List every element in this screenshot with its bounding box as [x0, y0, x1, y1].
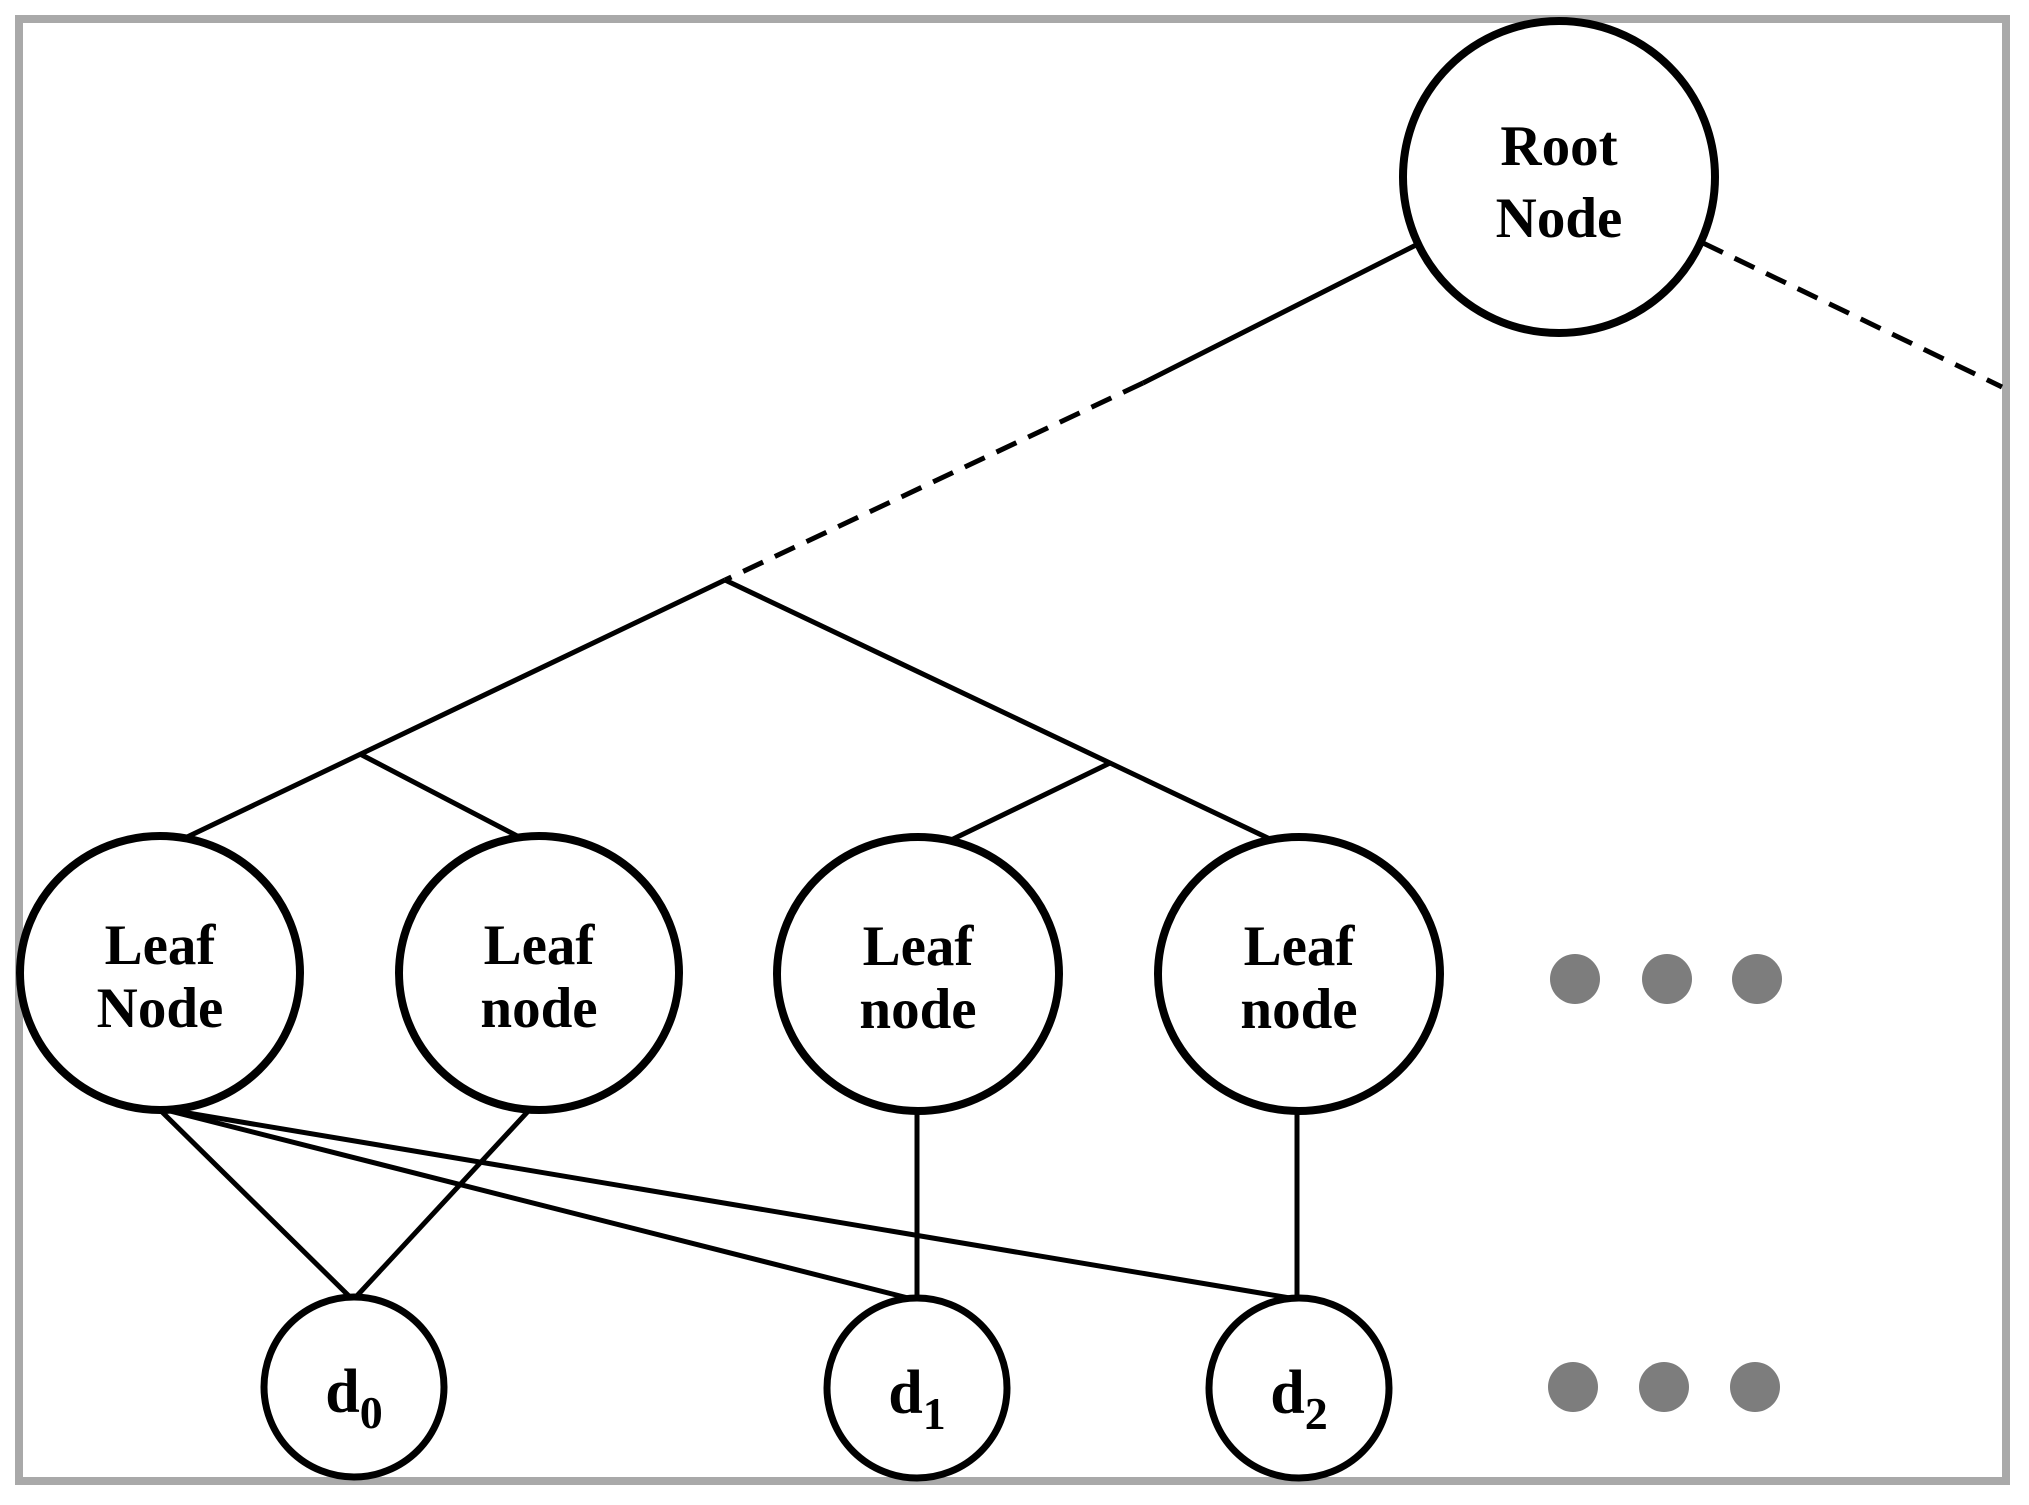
leaf-node-2-label-line1: Leaf: [484, 914, 596, 977]
leaf-row-ellipsis: [1550, 954, 1782, 1004]
leaf-node-3-label-line2: node: [859, 978, 976, 1041]
edge-branch-to-leaf2: [358, 751, 523, 841]
doc-node-d1-shape: [823, 1294, 1011, 1482]
leaf-node-4-label-line2: node: [1240, 978, 1357, 1041]
leaf-node-4-label-line1: Leaf: [1244, 915, 1356, 978]
root-node-shape: [1399, 17, 1719, 337]
doc-node-d1-label: d1: [888, 1359, 945, 1439]
doc-row-ellipsis: [1548, 1362, 1780, 1412]
doc-node-d2-shape: [1205, 1294, 1393, 1482]
doc-row-ellipsis-dot-1: [1548, 1362, 1598, 1412]
leaf-node-3-shape: [773, 833, 1063, 1115]
edge-leaf1-to-d2: [157, 1105, 1297, 1302]
doc-node-d0: d0: [260, 1293, 448, 1481]
figure-frame: [15, 15, 2010, 1485]
leaf-node-2-shape: [395, 832, 683, 1114]
leaf-row-ellipsis-dot-3: [1732, 954, 1782, 1004]
doc-node-d0-label: d0: [325, 1358, 382, 1438]
doc-node-d2-label-subscript: 2: [1305, 1388, 1328, 1439]
edge-apex-to-leaf1: [183, 577, 727, 841]
leaf-node-1-label-line1: Leaf: [105, 914, 217, 977]
doc-node-d1-label-main: d: [888, 1359, 922, 1427]
doc-node-d0-label-subscript: 0: [360, 1387, 383, 1438]
doc-row-ellipsis-dot-3: [1730, 1362, 1780, 1412]
leaf-row-ellipsis-dot-2: [1642, 954, 1692, 1004]
edge-apex-to-leaf4: [723, 577, 1274, 843]
leaf-node-1-shape: [16, 832, 304, 1114]
doc-row-ellipsis-dot-2: [1639, 1362, 1689, 1412]
leaf-node-2-label-line2: node: [480, 977, 597, 1040]
edge-root-to-subtree-dashed: [723, 380, 1145, 583]
edge-leaf1-to-d0: [156, 1106, 354, 1301]
leaf-row-ellipsis-dot-1: [1550, 954, 1600, 1004]
doc-node-d1-label-subscript: 1: [923, 1388, 946, 1439]
leaf-node-1-label-line2: Node: [97, 977, 224, 1040]
edge-leaf1-to-d1: [157, 1105, 917, 1303]
edge-branch-to-leaf3: [947, 760, 1112, 844]
doc-node-d0-shape: [260, 1293, 448, 1481]
doc-node-d1: d1: [823, 1294, 1011, 1482]
edge-root-to-subtree-solid: [1141, 241, 1420, 386]
doc-node-d0-label-main: d: [325, 1358, 359, 1426]
root-node-label-line2: Node: [1496, 187, 1623, 250]
leaf-node-3-label-line1: Leaf: [863, 915, 975, 978]
edge-root-to-right-dashed: [1701, 240, 2004, 390]
doc-node-d2-label: d2: [1270, 1359, 1327, 1439]
leaf-node-4-shape: [1154, 833, 1444, 1115]
doc-node-d2-label-main: d: [1270, 1359, 1304, 1427]
root-node-label-line1: Root: [1500, 115, 1617, 178]
edge-leaf2-to-d0: [352, 1105, 534, 1301]
doc-node-d2: d2: [1205, 1294, 1393, 1482]
